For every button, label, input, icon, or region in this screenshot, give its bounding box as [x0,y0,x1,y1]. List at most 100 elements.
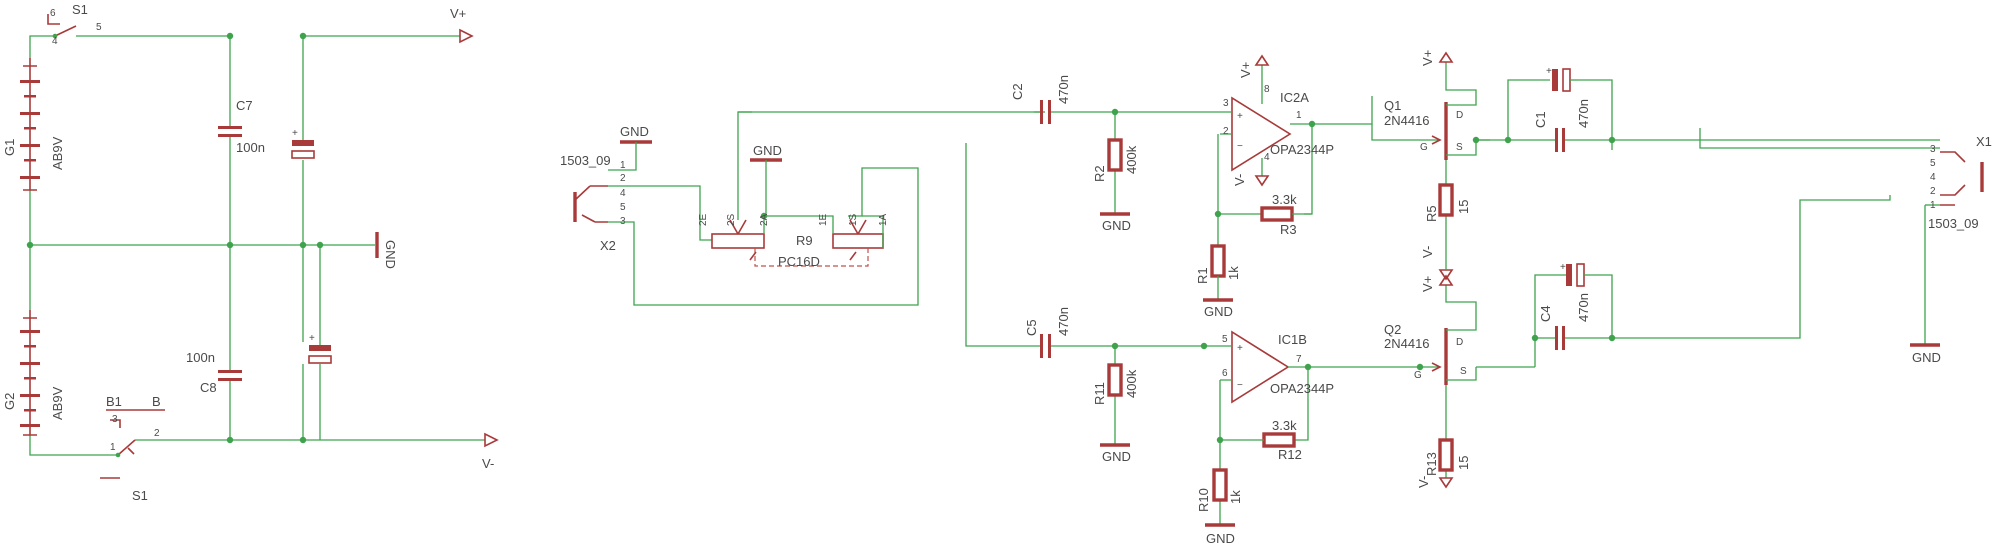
s1b-pin: 3 [112,414,118,425]
svg-text:+: + [1237,111,1243,122]
x1-part-label: 1503_09 [1928,216,1979,231]
r13-value: 15 [1456,456,1471,470]
top-channel: C2 470n GND R2 400k + − 3 2 1 8 4 IC2A O… [738,50,1701,319]
r9-label: R9 [796,233,813,248]
junction-dot [1472,136,1480,144]
electrolytic-cap-c4b: + [1560,262,1585,287]
junction-dot [26,241,34,249]
x2-label: X2 [600,238,616,253]
r3-value: 3.3k [1272,192,1297,207]
junction-dot [1304,363,1312,371]
s1b-pin: 2 [154,428,160,439]
svg-text:+: + [309,333,315,344]
gnd-label: GND [1204,304,1233,319]
c5-label: C5 [1024,319,1039,336]
r10-value: 1k [1228,490,1243,504]
junction-dot [1308,120,1316,128]
x2-pin: 5 [620,202,626,213]
junction-dot [299,241,307,249]
vminus-arrow [1254,175,1270,187]
gnd-label: GND [753,143,782,158]
c7-value: 100n [236,140,265,155]
g2-label: G2 [2,393,17,410]
c2-label: C2 [1010,83,1025,100]
q1-vminus-label: V- [1420,246,1435,258]
resistor-r2 [1107,138,1123,172]
c8-label: C8 [200,380,217,395]
svg-text:−: − [1237,380,1243,391]
q2-vminus-label: V- [1416,476,1431,488]
resistor-r12 [1262,432,1296,448]
output-section: GND X1 1503_09 3 5 4 2 1 [1699,134,1992,365]
ic2a-label: IC2A [1280,90,1309,105]
x1-label: X1 [1976,134,1992,149]
c1-value: 470n [1576,99,1591,128]
capacitor-c7 [218,126,242,137]
q1-g: G [1420,142,1428,153]
s1-pin: 6 [50,8,56,19]
x2-part-label: 1503_09 [560,153,611,168]
r12-value: 3.3k [1272,418,1297,433]
gnd-label: GND [1102,449,1131,464]
x1-contacts [1940,151,1966,206]
resistor-r10 [1212,468,1228,502]
q2-label: Q2 [1384,322,1401,337]
svg-text:+: + [292,128,298,139]
junction-dot [1608,334,1616,342]
x1-pin: 2 [1930,186,1936,197]
q2-gate-arrow [1431,362,1442,372]
vplus-label: V+ [450,6,466,21]
ic1b-part-label: OPA2344P [1270,381,1334,396]
q2-part-label: 2N4416 [1384,336,1430,351]
r11-label: R11 [1092,382,1107,405]
r9-part-label: PC16D [778,254,820,269]
g1-type-label: AB9V [50,136,65,170]
ic2a-pin: 8 [1264,84,1270,95]
r2-value: 400k [1124,145,1139,174]
battery-g2 [20,310,40,436]
r9-pin: 2S [726,213,737,226]
s1-pin: 5 [96,22,102,33]
gnd-label: GND [1102,218,1131,233]
x2-contacts [574,185,608,223]
electrolytic-cap-top: + [291,128,315,159]
ic2a-pin: 2 [1223,126,1229,137]
s1b-label: S1 [132,488,148,503]
resistor-r1 [1210,244,1226,278]
resistor-r5 [1438,183,1454,217]
capacitor-c4 [1555,326,1565,350]
r9-pin: 2E [698,213,709,226]
x2-pin: 1 [620,160,626,171]
c8-value: 100n [186,350,215,365]
c1-label: C1 [1533,111,1548,128]
gnd-label: GND [1912,350,1941,365]
c2-value: 470n [1056,75,1071,104]
r9-pin: 1A [878,213,889,226]
q1-part-label: 2N4416 [1384,113,1430,128]
svg-text:−: − [1237,141,1243,152]
gnd-label: GND [383,240,398,269]
resistor-r11 [1107,363,1123,397]
q2-vplus-label: V+ [1420,276,1435,292]
r9-pin: 1S [848,213,859,226]
junction-dot [1214,210,1222,218]
b1-label: B1 [106,394,122,409]
capacitor-c1 [1555,128,1565,152]
electrolytic-cap-c1b: + [1546,66,1571,92]
ic1b-pin: 7 [1296,354,1302,365]
ic1b-pin: 5 [1222,334,1228,345]
junction-dot [299,436,307,444]
r11-value: 400k [1124,369,1139,398]
junction-dot [226,241,234,249]
ic2a-pin: 4 [1264,152,1270,163]
junction-dot [1608,136,1616,144]
x1-pin: 3 [1930,144,1936,155]
s1-pin: 4 [52,36,58,47]
battery-g1 [20,58,40,191]
r9-pin: 2A [759,213,770,226]
ic2a-pin: 1 [1296,110,1302,121]
s1-label: S1 [72,2,88,17]
r1-value: 1k [1226,266,1241,280]
q1-vplus-label: V+ [1420,50,1435,66]
junction-dot [299,32,307,40]
